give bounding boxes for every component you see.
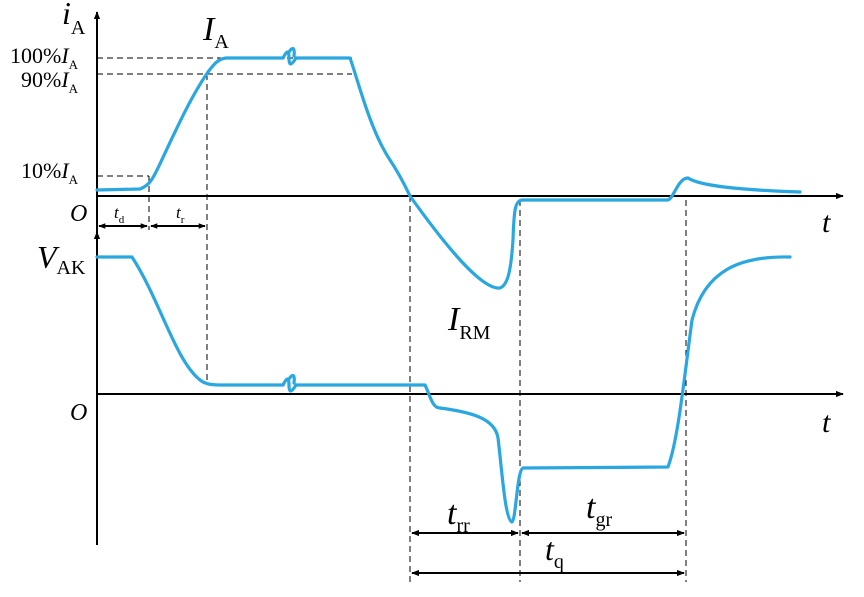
trr-label: trr [447, 495, 470, 537]
level-10-label: 10%IA [21, 158, 79, 187]
upper-x-axis-label: t [822, 206, 831, 239]
td-label: td [114, 203, 125, 226]
lower-origin-label: O [70, 400, 87, 426]
upper-y-axis-label: iA [62, 0, 86, 39]
tq-label: tq [545, 531, 564, 573]
reference-dashed-lines [97, 57, 687, 582]
tgr-label: tgr [586, 489, 612, 531]
lower-x-axis-label: t [822, 406, 831, 439]
lower-y-axis-label: VAK [37, 239, 86, 279]
reverse-recovery-peak-label: IRM [447, 301, 491, 344]
anode-cathode-voltage-curve [95, 255, 792, 524]
level-90-label: 90%IA [21, 67, 79, 96]
level-100-label: 100%IA [10, 43, 79, 72]
peak-current-label: IA [202, 11, 229, 53]
upper-axis-break-icon [281, 46, 298, 66]
anode-current-curve [95, 56, 802, 290]
upper-origin-label: O [70, 201, 87, 227]
lower-axis-break-icon [281, 373, 298, 393]
tr-label: tr [176, 203, 185, 226]
